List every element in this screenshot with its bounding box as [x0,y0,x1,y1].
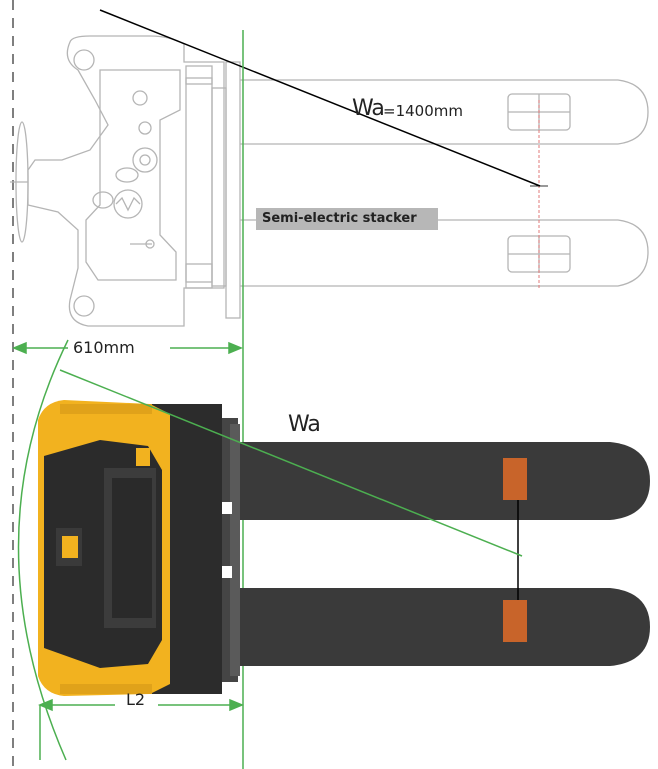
turning-radius-line-bottom [59,369,523,557]
l2-dimension [38,698,244,760]
wa-label-bottom: Wa [288,412,321,437]
stacker-name-label: Semi-electric stacker [262,211,417,226]
l2-dimension-label: L2 [126,690,146,709]
turning-arc [17,339,69,761]
width-dimension-label: 610mm [70,338,138,357]
chassis-colored [38,400,240,696]
stacker-name-badge [256,208,438,230]
turning-radius-line-top [99,9,541,187]
outline-stacker-top-view [10,35,649,327]
wa-label-top: Wa [352,96,385,121]
forks-colored [222,442,650,666]
wa-value-label: =1400mm [383,102,463,120]
width-dimension [12,341,243,355]
